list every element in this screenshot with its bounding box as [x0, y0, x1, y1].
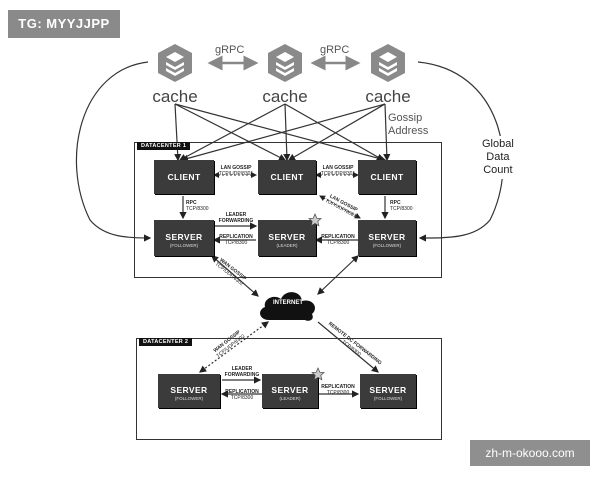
global-data-count-line-1: Global — [482, 138, 514, 150]
server-title: SERVER — [170, 385, 208, 395]
database-hex-icon — [371, 44, 405, 82]
leader-star-icon — [308, 213, 322, 227]
leader-forwarding-label-dc2: LEADER FORWARDING — [222, 366, 262, 378]
leader-forwarding-line-1: LEADER — [225, 212, 247, 218]
rpc-port: TCP/8300 — [390, 206, 413, 212]
lan-gossip-port: TCP/UDP/8301 — [218, 171, 254, 177]
lan-gossip-text: LAN GOSSIP — [220, 165, 252, 171]
gossip-address-label: Gossip Address — [388, 112, 428, 138]
client-title: CLIENT — [167, 172, 201, 182]
datacenter-2: DATACENTER 2 — [136, 338, 442, 440]
server-role: (LEADER) — [276, 243, 298, 248]
leader-star-icon — [311, 367, 325, 381]
rpc-port: TCP/8300 — [186, 206, 209, 212]
tg-tag: TG: MYYJJPP — [8, 10, 120, 38]
global-data-count-line-3: Count — [483, 164, 513, 176]
lan-gossip-label-2: LAN GOSSIP TCP/UDP/8301 — [318, 165, 358, 177]
lan-gossip-port: TCP/UDP/8301 — [320, 171, 356, 177]
cache-label: cache — [152, 87, 198, 106]
replication-label-dc1-right: REPLICATION TCP/8300 — [318, 234, 358, 246]
server-role: (FOLLOWER) — [372, 243, 402, 248]
server-role: (FOLLOWER) — [373, 396, 403, 401]
server-node-dc2-leader: SERVER (LEADER) — [262, 374, 318, 408]
server-title: SERVER — [369, 385, 407, 395]
lan-gossip-label-1: LAN GOSSIP TCP/UDP/8301 — [216, 165, 256, 177]
datacenter-2-label: DATACENTER 2 — [139, 338, 193, 346]
internet-cloud: INTERNET — [255, 286, 321, 324]
client-node-2: CLIENT — [258, 160, 316, 194]
client-title: CLIENT — [370, 172, 404, 182]
replication-port: TCP/8300 — [230, 395, 254, 401]
server-role: (LEADER) — [279, 396, 301, 401]
server-node-dc1-leader: SERVER (LEADER) — [258, 220, 316, 256]
server-role: (FOLLOWER) — [174, 396, 204, 401]
server-title: SERVER — [368, 232, 406, 242]
leader-forwarding-line-2: FORWARDING — [218, 218, 254, 224]
server-title: SERVER — [271, 385, 309, 395]
leader-forwarding-label-dc1: LEADER FORWARDING — [216, 212, 256, 224]
rpc-label-2: RPC TCP/8300 — [390, 200, 416, 212]
replication-port: TCP/8300 — [326, 240, 350, 246]
rpc-label-1: RPC TCP/8300 — [186, 200, 212, 212]
global-data-count-line-2: Data — [486, 151, 510, 163]
cache-label: cache — [365, 87, 411, 106]
replication-text: REPLICATION — [225, 389, 259, 395]
server-node-dc1-1: SERVER (FOLLOWER) — [154, 220, 214, 256]
client-node-3: CLIENT — [358, 160, 416, 194]
client-title: CLIENT — [270, 172, 304, 182]
server-node-dc2-3: SERVER (FOLLOWER) — [360, 374, 416, 408]
server-title: SERVER — [268, 232, 306, 242]
replication-text: REPLICATION — [321, 384, 355, 390]
cache-label: cache — [262, 87, 308, 106]
replication-label-dc2-left: REPLICATION TCP/8300 — [222, 389, 262, 401]
grpc-label-left: gRPC — [215, 44, 245, 56]
gossip-address-line-2: Address — [388, 125, 429, 137]
replication-port: TCP/8300 — [326, 390, 350, 396]
site-watermark: zh-m-okooo.com — [470, 440, 590, 466]
database-hex-icon — [268, 44, 302, 82]
client-node-1: CLIENT — [154, 160, 214, 194]
global-data-count-label: Global Data Count — [480, 136, 516, 179]
server-title: SERVER — [165, 232, 203, 242]
database-hex-icon — [158, 44, 192, 82]
cloud-icon — [260, 292, 316, 321]
server-node-dc2-1: SERVER (FOLLOWER) — [158, 374, 220, 408]
lan-gossip-text: LAN GOSSIP — [322, 165, 354, 171]
replication-label-dc1-left: REPLICATION TCP/8300 — [216, 234, 256, 246]
rpc-text: RPC — [186, 200, 197, 206]
replication-text: REPLICATION — [321, 234, 355, 240]
grpc-label-right: gRPC — [320, 44, 350, 56]
leader-forwarding-line-2: FORWARDING — [224, 372, 260, 378]
cache-node-3: cache — [348, 42, 428, 107]
replication-text: REPLICATION — [219, 234, 253, 240]
rpc-text: RPC — [390, 200, 401, 206]
internet-label: INTERNET — [273, 300, 303, 306]
server-role: (FOLLOWER) — [169, 243, 199, 248]
replication-port: TCP/8300 — [224, 240, 248, 246]
server-node-dc1-3: SERVER (FOLLOWER) — [358, 220, 416, 256]
datacenter-1-label: DATACENTER 1 — [137, 142, 191, 150]
cache-node-2: cache — [245, 42, 325, 107]
leader-forwarding-line-1: LEADER — [231, 366, 253, 372]
cache-node-1: cache — [135, 42, 215, 107]
replication-label-dc2-right: REPLICATION TCP/8300 — [318, 384, 358, 396]
gossip-address-line-1: Gossip — [388, 112, 423, 124]
datacenter-1: DATACENTER 1 — [134, 142, 442, 278]
